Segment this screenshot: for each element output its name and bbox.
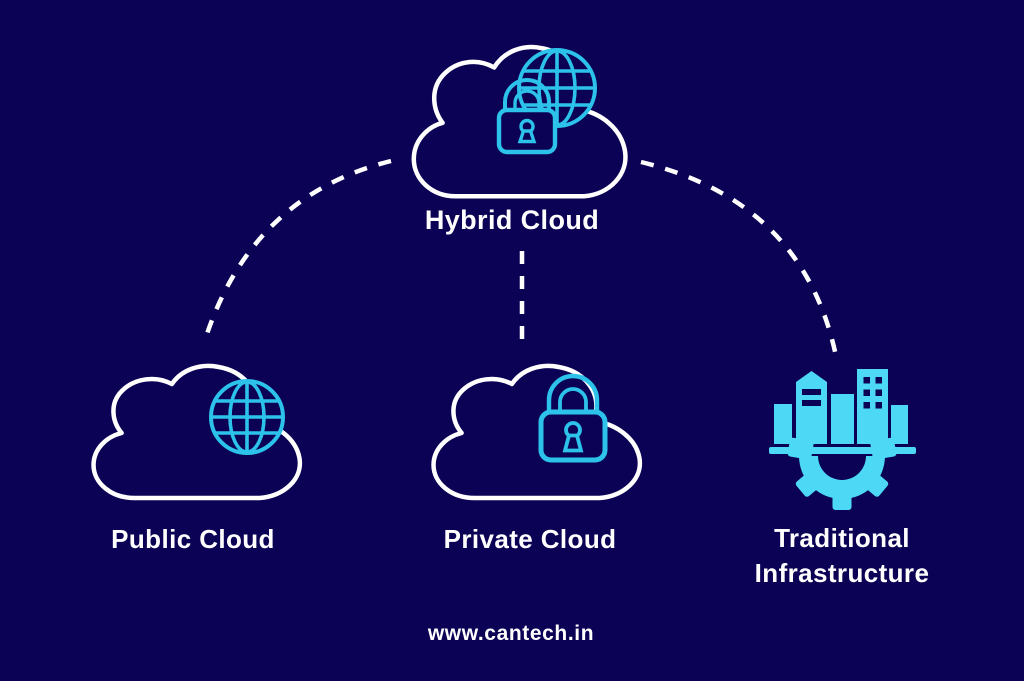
cloud-outline-icon	[414, 47, 626, 196]
lock-icon	[538, 373, 608, 463]
public-cloud-label: Public Cloud	[111, 524, 275, 554]
website-url: www.cantech.in	[427, 622, 595, 645]
public-cloud-icon	[94, 366, 300, 498]
lock-icon	[496, 78, 558, 155]
connector-hybrid-public	[201, 158, 392, 344]
hybrid-cloud-label: Hybrid Cloud	[424, 205, 600, 235]
traditional-infrastructure-label: Traditional Infrastructure	[754, 523, 930, 588]
cloud-outline-icon	[94, 366, 300, 498]
hybrid-cloud-icon	[414, 47, 626, 196]
cloud-outline-icon	[434, 366, 640, 498]
traditional-infrastructure-icon	[769, 369, 916, 510]
private-cloud-icon	[434, 366, 640, 498]
buildings-icon	[769, 369, 916, 454]
connector-hybrid-traditional	[640, 159, 840, 362]
private-cloud-label: Private Cloud	[443, 524, 617, 554]
gear-icon	[787, 437, 897, 510]
globe-icon	[209, 379, 285, 455]
